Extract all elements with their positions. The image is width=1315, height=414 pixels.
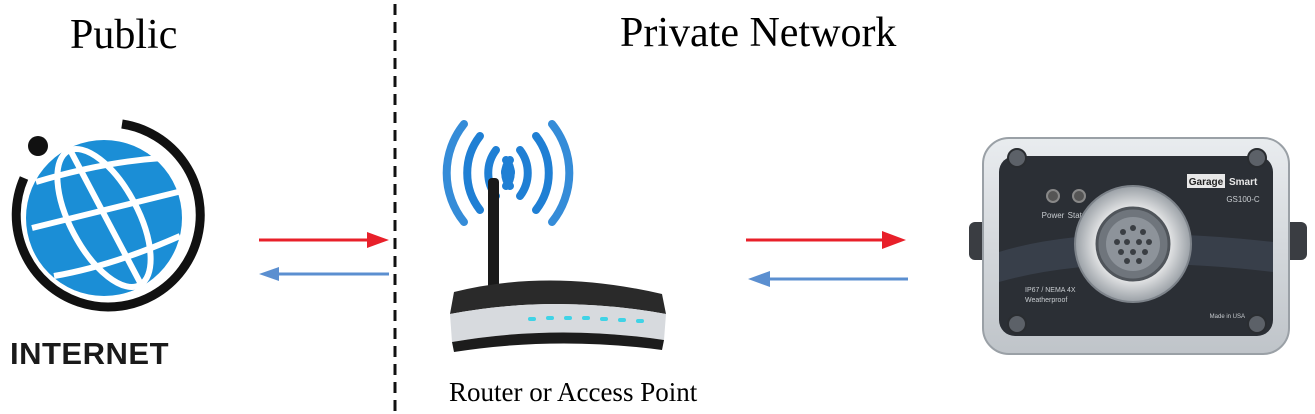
- private-arrows: [746, 231, 908, 287]
- status-label: Status: [1068, 211, 1091, 220]
- router-caption: Router or Access Point: [449, 377, 698, 407]
- rating-line-2: Weatherproof: [1025, 297, 1067, 304]
- connector-pins: [1114, 225, 1152, 264]
- outbound-arrow-right: [746, 231, 906, 249]
- router-status-leds: [528, 316, 644, 323]
- public-zone-title: Public: [70, 12, 178, 58]
- router-icon: [442, 120, 666, 352]
- status-indicator-light: [1072, 189, 1086, 203]
- brand-right: Smart: [1229, 177, 1258, 188]
- inbound-arrow-left: [748, 271, 908, 287]
- garagesmart-controller-device: Power Status Garage Smart GS100-C IP67 /…: [969, 137, 1307, 355]
- model-label: GS100-C: [1226, 195, 1260, 204]
- internet-globe-icon: [11, 119, 205, 312]
- origin-label: Made in USA: [1210, 314, 1245, 320]
- power-label: Power: [1042, 211, 1065, 220]
- brand-left: Garage: [1189, 177, 1224, 188]
- power-indicator-light: [1046, 189, 1060, 203]
- internet-label: INTERNET: [10, 336, 169, 371]
- inbound-arrow-left: [259, 267, 389, 281]
- public-arrows: [259, 232, 389, 281]
- outbound-arrow-right: [259, 232, 389, 248]
- private-zone-title: Private Network: [620, 10, 897, 56]
- rating-line-1: IP67 / NEMA 4X: [1025, 287, 1076, 294]
- zone-divider: [393, 4, 397, 414]
